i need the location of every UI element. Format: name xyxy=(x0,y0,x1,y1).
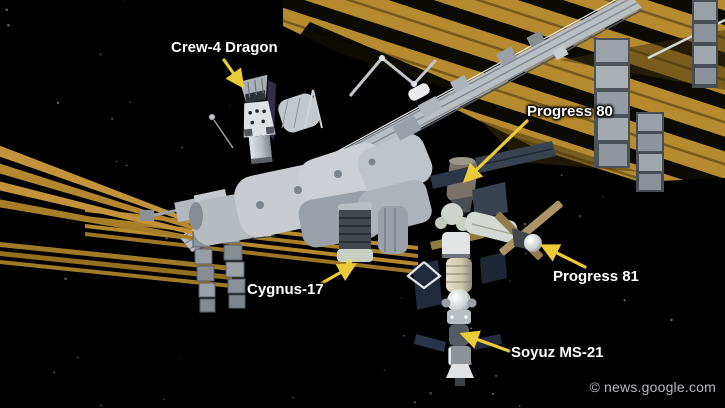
dragon-capsule xyxy=(239,74,276,164)
soyuz-ms21-arrow xyxy=(459,330,511,353)
annotation-label-progress-80: Progress 80 xyxy=(527,103,613,120)
annotation-label-soyuz-ms21: Soyuz MS-21 xyxy=(511,344,604,361)
crew4-dragon-arrow xyxy=(222,58,245,89)
annotation-label-crew4-dragon: Crew-4 Dragon xyxy=(171,39,278,56)
radiator-panels-upper xyxy=(594,0,718,192)
progress-80-arrow xyxy=(462,119,529,184)
cygnus-spacecraft xyxy=(337,202,373,265)
port-truss-and-left-wings xyxy=(0,145,231,241)
module-cluster xyxy=(189,55,443,248)
zvezda-solar-panels xyxy=(430,141,556,220)
annotation-label-cygnus-17: Cygnus-17 xyxy=(247,281,324,298)
annotation-label-progress-81: Progress 81 xyxy=(553,268,639,285)
cygnus-17-arrow xyxy=(320,263,358,285)
progress-81-spacecraft xyxy=(495,200,563,260)
progress-81-arrow xyxy=(539,244,587,269)
prichal-node xyxy=(447,289,471,313)
robotic-arm-loop xyxy=(406,261,442,290)
watermark-news-google: © news.google.com xyxy=(589,379,716,395)
airlock-module xyxy=(378,206,408,254)
